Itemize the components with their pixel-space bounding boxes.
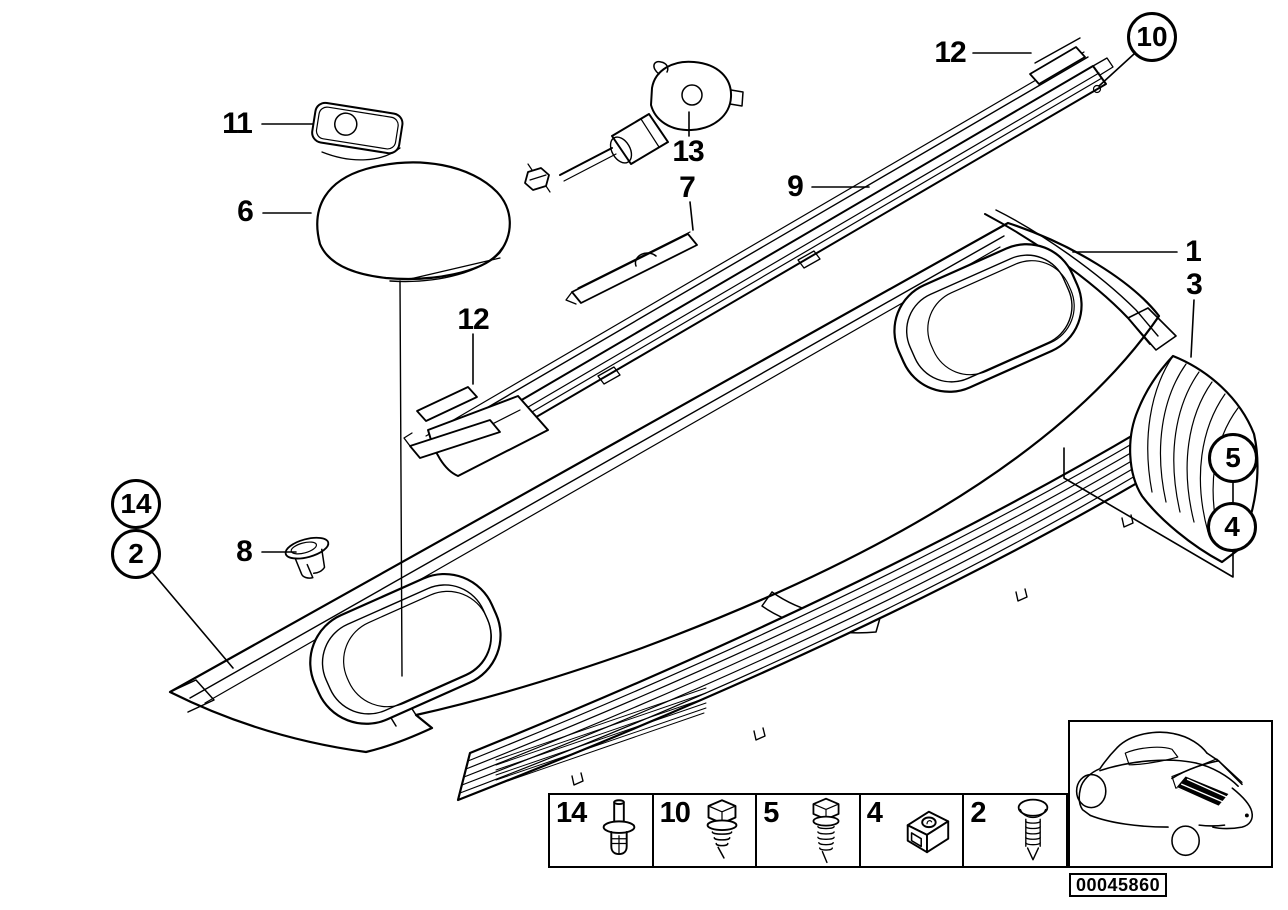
vehicle-location-inset xyxy=(1068,720,1273,868)
hex-head-screw-long-icon xyxy=(812,797,840,863)
document-number-box: 00045860 xyxy=(1069,873,1167,897)
callout-13[interactable]: 13 xyxy=(672,135,704,168)
document-number: 00045860 xyxy=(1076,874,1161,895)
callout-4[interactable]: 4 xyxy=(1207,502,1257,552)
speaker-cutout-left xyxy=(309,572,502,725)
legend-item-4: 4 xyxy=(858,795,963,866)
legend-item-5: 5 xyxy=(755,795,859,866)
fastener-legend: 14 10 xyxy=(548,793,1068,868)
speaker-cover xyxy=(316,161,511,283)
small-cover xyxy=(311,101,404,155)
clip-grommet xyxy=(284,536,330,579)
legend-label-2: 2 xyxy=(970,797,986,829)
legend-item-14: 14 xyxy=(550,795,652,866)
callout-9[interactable]: 9 xyxy=(787,170,804,203)
guide-bracket xyxy=(565,231,698,305)
expanding-rivet-icon xyxy=(602,798,635,855)
callout-12-upper[interactable]: 12 xyxy=(934,36,966,69)
drive-motor xyxy=(524,60,744,193)
legend-label-4: 4 xyxy=(866,797,883,829)
legend-label-10: 10 xyxy=(659,797,691,829)
callout-11[interactable]: 11 xyxy=(222,107,253,140)
callout-2[interactable]: 2 xyxy=(111,529,161,579)
callout-7[interactable]: 7 xyxy=(679,171,696,204)
callout-6[interactable]: 6 xyxy=(237,195,254,228)
callout-1[interactable]: 1 xyxy=(1185,235,1202,268)
rail-end-bracket-lower xyxy=(403,386,501,459)
callout-5[interactable]: 5 xyxy=(1208,433,1258,483)
legend-item-10: 10 xyxy=(651,795,756,866)
callout-12-lower[interactable]: 12 xyxy=(457,303,489,336)
legend-label-14: 14 xyxy=(556,797,587,829)
cage-nut-icon xyxy=(907,810,950,853)
legend-label-5: 5 xyxy=(763,797,779,829)
leader-lines xyxy=(151,52,1234,677)
callout-8[interactable]: 8 xyxy=(236,535,253,568)
rail-end-bracket-upper xyxy=(1029,37,1086,85)
callout-14[interactable]: 14 xyxy=(111,479,161,529)
grille-band xyxy=(456,410,1198,802)
hex-head-screw-short-icon xyxy=(706,798,738,859)
pan-head-screw-icon xyxy=(1017,798,1049,860)
legend-item-2: 2 xyxy=(962,795,1066,866)
callout-10[interactable]: 10 xyxy=(1127,12,1177,62)
callout-3[interactable]: 3 xyxy=(1186,268,1203,301)
speaker-cutout-right xyxy=(893,243,1083,393)
car-sketch xyxy=(1075,731,1253,857)
